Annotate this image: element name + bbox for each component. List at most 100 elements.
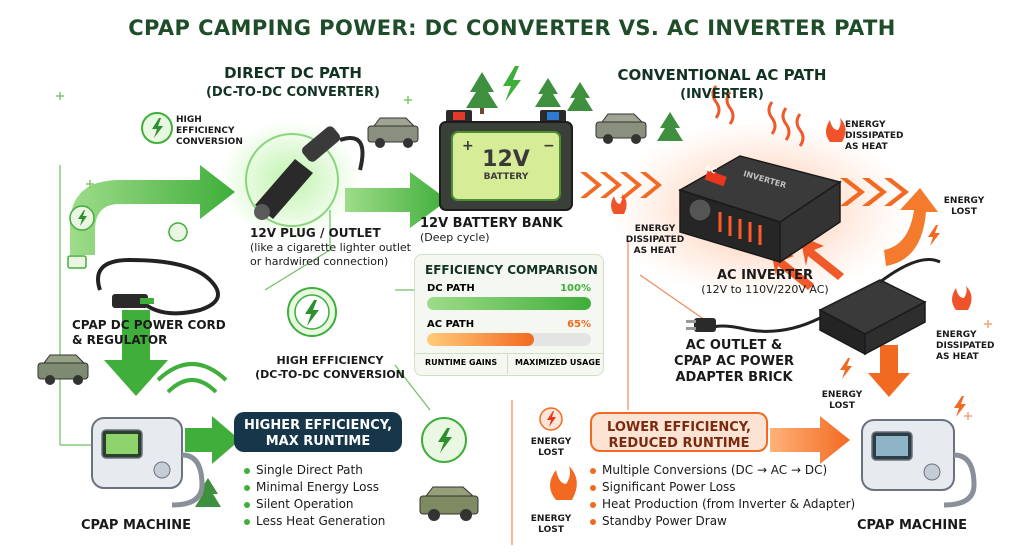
dc-arrow-down — [104, 310, 168, 396]
battery-title: 12V BATTERY BANK — [420, 216, 563, 231]
chevron-right-icon — [600, 172, 622, 198]
dcdc-label: HIGH EFFICIENCY (DC-TO-DC CONVERSION — [250, 354, 410, 382]
lightning-icon — [503, 66, 521, 102]
heat-arrow — [800, 236, 844, 280]
lost4-line2: LOST — [538, 525, 564, 535]
dc-callout-line2: MAX RUNTIME — [265, 434, 371, 449]
adapter-label: AC OUTLET & CPAP AC POWER ADAPTER BRICK — [660, 338, 808, 386]
dc-flow-arrows — [70, 165, 448, 464]
plug-desc-line2: or hardwired connection) — [250, 255, 389, 268]
heat-top-line1: ENERGY — [845, 120, 886, 130]
heat-waves — [711, 85, 805, 147]
tree-icon — [195, 478, 221, 507]
page-title: CPAP CAMPING POWER: DC CONVERTER VS. AC … — [128, 16, 896, 40]
heat-right-line3: AS HEAT — [936, 352, 979, 362]
high-efficiency-label: HIGH EFFICIENCY CONVERSION — [176, 115, 266, 148]
high-efficiency-line1: HIGH — [176, 115, 202, 125]
12v-plug-icon — [245, 126, 365, 227]
tree-icon — [567, 82, 593, 111]
dc-bar-fill — [427, 297, 591, 310]
ac-bar-value: 65% — [567, 319, 591, 330]
list-item: Minimal Energy Loss — [244, 479, 385, 496]
svg-text:+: + — [462, 138, 474, 154]
heat-top-line3: AS HEAT — [845, 142, 888, 152]
dc-arrow-right — [185, 416, 240, 464]
heat-mid-line1: ENERGY — [634, 224, 676, 234]
dc-bar-label: DC PATH — [427, 283, 475, 294]
chevron-right-icon — [862, 178, 887, 206]
chevron-right-icon — [640, 172, 662, 198]
dc-bar-value: 100% — [560, 283, 591, 294]
heat-right-line1: ENERGY — [936, 330, 977, 340]
cpap-machine-left-label: CPAP MACHINE — [80, 518, 191, 533]
chevron-right-icon — [884, 178, 909, 206]
battery-face-label: 12V — [482, 147, 530, 172]
ac-bar-row: AC PATH 65% — [427, 319, 591, 330]
dcdc-line1: HIGH EFFICIENCY — [276, 354, 384, 367]
lost4-line1: ENERGY — [530, 514, 572, 524]
plug-title: 12V PLUG / OUTLET — [250, 226, 381, 240]
ac-bar-fill — [427, 333, 534, 346]
ac-bar-label: AC PATH — [427, 319, 475, 330]
chevron-right-icon — [580, 172, 602, 198]
footer-right: MAXIMIZED USAGE — [515, 358, 601, 367]
ac-callout-line1: LOWER EFFICIENCY, — [607, 420, 751, 435]
lightning-icon — [928, 225, 940, 246]
dc-arrow-2 — [345, 172, 448, 228]
signal-wave-1 — [156, 362, 228, 382]
dc-bar-row: DC PATH 100% — [427, 283, 591, 294]
adapter-line1: AC OUTLET & — [685, 338, 783, 353]
battery-face: 12V BATTERY — [452, 148, 560, 183]
heat-right-line2: DISSIPATED — [936, 341, 995, 351]
ac-adapter-brick-icon — [686, 258, 941, 356]
battery-subtitle: (Deep cycle) — [420, 231, 490, 244]
cpap-machine-right-label: CPAP MACHINE — [856, 518, 967, 533]
flame-icon — [952, 286, 972, 310]
dc-arrow-1 — [70, 165, 235, 255]
heat-mid-line3: AS HEAT — [633, 246, 677, 256]
sparkles-orange — [964, 320, 992, 420]
ac-path-header-line2: (INVERTER) — [680, 87, 764, 102]
energy-lost-1: ENERGY LOST — [934, 196, 994, 218]
list-item: Standby Power Draw — [590, 513, 855, 530]
lost1-line2: LOST — [951, 207, 977, 217]
list-item: Single Direct Path — [244, 462, 385, 479]
cpap-machine-left-icon — [91, 417, 205, 508]
ac-curve-arrow — [884, 188, 938, 266]
lightning-icon — [840, 358, 852, 379]
lost2-line2: LOST — [829, 401, 855, 411]
ac-callout-line2: REDUCED RUNTIME — [608, 436, 750, 451]
high-efficiency-badge — [141, 112, 173, 144]
cpap-machine-right-icon — [861, 419, 977, 508]
high-efficiency-line3: CONVERSION — [176, 137, 243, 147]
adapter-line2: CPAP AC POWER — [674, 354, 794, 369]
heat-top-line2: DISSIPATED — [845, 131, 904, 141]
high-efficiency-line2: EFFICIENCY — [176, 126, 235, 136]
dc-path-header: DIRECT DC PATH (DC-TO-DC CONVERTER) — [188, 64, 398, 102]
dc-converter-badge — [287, 287, 337, 337]
inverter-label: AC INVERTER (12V to 110V/220V AC) — [690, 268, 840, 297]
ac-path-header: CONVENTIONAL AC PATH (INVERTER) — [612, 66, 832, 104]
dc-connector-lines — [59, 165, 431, 446]
dc-bar-track — [427, 297, 591, 310]
lost2-line1: ENERGY — [821, 390, 863, 400]
list-item: Significant Power Loss — [590, 479, 855, 496]
flame-icon — [826, 118, 846, 142]
tree-icon — [657, 112, 683, 141]
comparison-footer: RUNTIME GAINS MAXIMIZED USAGE — [415, 353, 603, 374]
heat-mid-line2: DISSIPATED — [625, 235, 685, 245]
lost3-line2: LOST — [538, 448, 564, 458]
ac-callout: LOWER EFFICIENCY, REDUCED RUNTIME — [590, 412, 768, 452]
circuit-icon — [168, 222, 188, 242]
inverter-title: AC INVERTER — [717, 268, 813, 283]
vehicles — [37, 113, 647, 521]
dc-cord-line2: & REGULATOR — [72, 333, 168, 347]
dc-path-header-line2: (DC-TO-DC CONVERTER) — [205, 85, 380, 100]
svg-text:−: − — [543, 138, 555, 154]
tree-icon — [466, 72, 498, 108]
dc-power-cord-icon — [96, 257, 220, 316]
flame-icon — [550, 466, 577, 500]
dc-callout-line1: HIGHER EFFICIENCY, — [243, 418, 393, 433]
